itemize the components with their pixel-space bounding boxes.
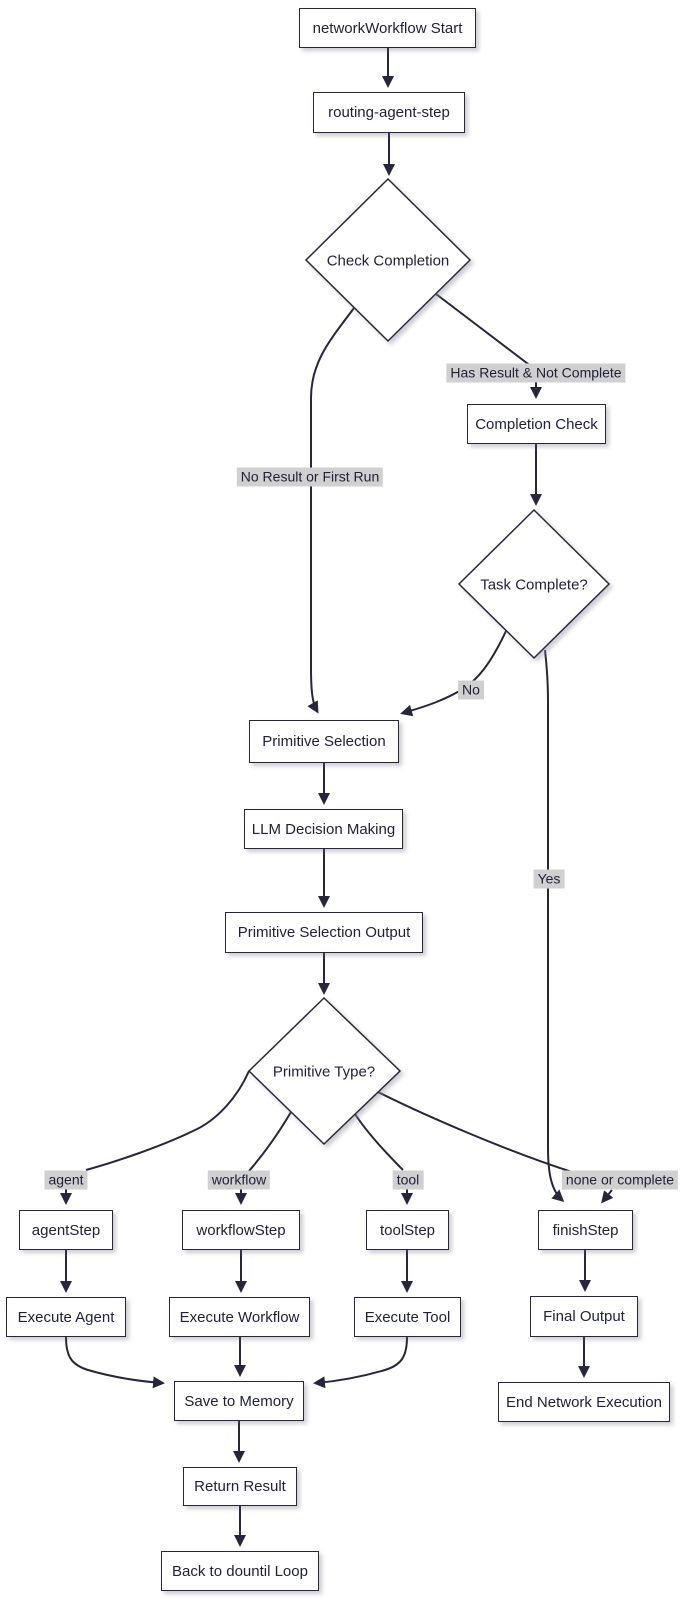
edge-task-complete-no-to-primitive-selection (400, 630, 507, 717)
node-routing-agent-step: routing-agent-step (313, 92, 465, 133)
edge-task-complete-yes-to-finish-step (544, 649, 565, 1203)
decision-task-complete-label: Task Complete? (480, 576, 588, 594)
node-label: LLM Decision Making (251, 820, 396, 838)
decision-primitive-type-shape (247, 996, 402, 1146)
node-execute-agent: Execute Agent (6, 1297, 126, 1337)
decision-primitive-type-label: Primitive Type? (272, 1063, 376, 1081)
node-completion-check: Completion Check (467, 404, 606, 444)
node-label: Execute Workflow (179, 1308, 300, 1326)
node-label: Primitive Selection Output (237, 924, 411, 941)
node-end-network-execution: End Network Execution (498, 1382, 670, 1422)
node-label: Save to Memory (184, 1392, 294, 1410)
node-primitive-selection: Primitive Selection (249, 720, 399, 763)
node-execute-tool: Execute Tool (354, 1297, 461, 1337)
node-tool-step: toolStep (366, 1210, 449, 1250)
edge-execute-agent-to-save-memory (65, 1336, 165, 1389)
edge-execute-tool-to-save-memory (313, 1336, 408, 1389)
edge-primitive-type-to-none-label (377, 1091, 573, 1173)
edge-label-workflow: workflow (207, 1170, 271, 1190)
edge-label-no: No (458, 680, 484, 700)
node-back-to-dountil-loop: Back to dountil Loop (161, 1551, 319, 1591)
edge-none-label-to-finish-step (601, 1189, 614, 1204)
node-return-result: Return Result (183, 1467, 297, 1506)
node-label: Completion Check (475, 415, 598, 433)
node-save-to-memory: Save to Memory (174, 1381, 304, 1421)
node-label: agentStep (31, 1221, 101, 1239)
node-label: Return Result (194, 1478, 286, 1495)
node-finish-step: finishStep (538, 1210, 633, 1250)
node-label: Execute Agent (17, 1308, 115, 1326)
node-label: routing-agent-step (328, 104, 450, 121)
node-label: Back to dountil Loop (172, 1562, 308, 1580)
edge-label-no-result-or-first-run: No Result or First Run (236, 467, 384, 487)
decision-task-complete-shape (457, 508, 611, 660)
edge-label-none-or-complete: none or complete (561, 1170, 679, 1190)
node-label: networkWorkflow Start (312, 19, 463, 37)
node-workflow-step: workflowStep (182, 1210, 300, 1250)
node-label: Primitive Selection (262, 733, 386, 750)
node-label: finishStep (552, 1221, 619, 1239)
decision-check-completion-shape (304, 177, 472, 343)
edge-primitive-type-to-workflow-label (248, 1111, 292, 1172)
node-execute-workflow: Execute Workflow (169, 1297, 310, 1337)
decision-check-completion-label: Check Completion (326, 252, 450, 270)
node-label: workflowStep (196, 1221, 286, 1239)
edge-label-yes: Yes (533, 869, 565, 889)
edge-label-tool: tool (392, 1170, 424, 1190)
edge-label-agent: agent (44, 1170, 88, 1190)
edge-check-completion-to-primitive-selection (307, 307, 355, 714)
node-label: Execute Tool (364, 1308, 451, 1326)
node-agent-step: agentStep (19, 1210, 113, 1250)
node-primitive-selection-output: Primitive Selection Output (225, 912, 423, 953)
node-final-output: Final Output (530, 1296, 638, 1337)
edge-primitive-type-to-tool-label (354, 1113, 404, 1171)
edge-label-has-result-not-complete: Has Result & Not Complete (446, 363, 626, 383)
node-network-workflow-start: networkWorkflow Start (299, 8, 476, 48)
node-label: Final Output (543, 1308, 625, 1325)
node-llm-decision-making: LLM Decision Making (244, 809, 403, 849)
node-label: toolStep (379, 1221, 436, 1239)
node-label: End Network Execution (506, 1393, 662, 1411)
edge-primitive-type-to-agent-label (85, 1070, 250, 1171)
